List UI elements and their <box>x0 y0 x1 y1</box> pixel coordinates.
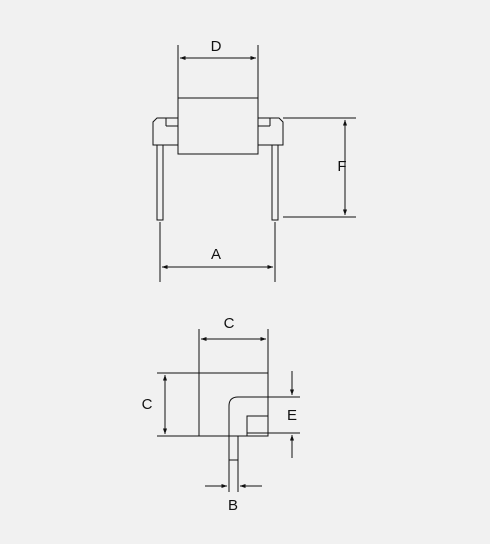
label-b: B <box>228 497 238 514</box>
side-view-lead <box>228 396 269 436</box>
label-a: A <box>211 246 221 263</box>
side-view-body <box>198 372 269 437</box>
side-view-lead-stub <box>228 435 239 461</box>
label-c-left: C <box>142 396 153 413</box>
left-lead <box>156 144 164 221</box>
right-lead <box>271 144 279 221</box>
label-d: D <box>211 38 222 55</box>
component-body <box>177 97 259 155</box>
label-c-top: C <box>224 315 235 332</box>
label-e: E <box>287 407 297 424</box>
label-f: F <box>337 158 346 175</box>
